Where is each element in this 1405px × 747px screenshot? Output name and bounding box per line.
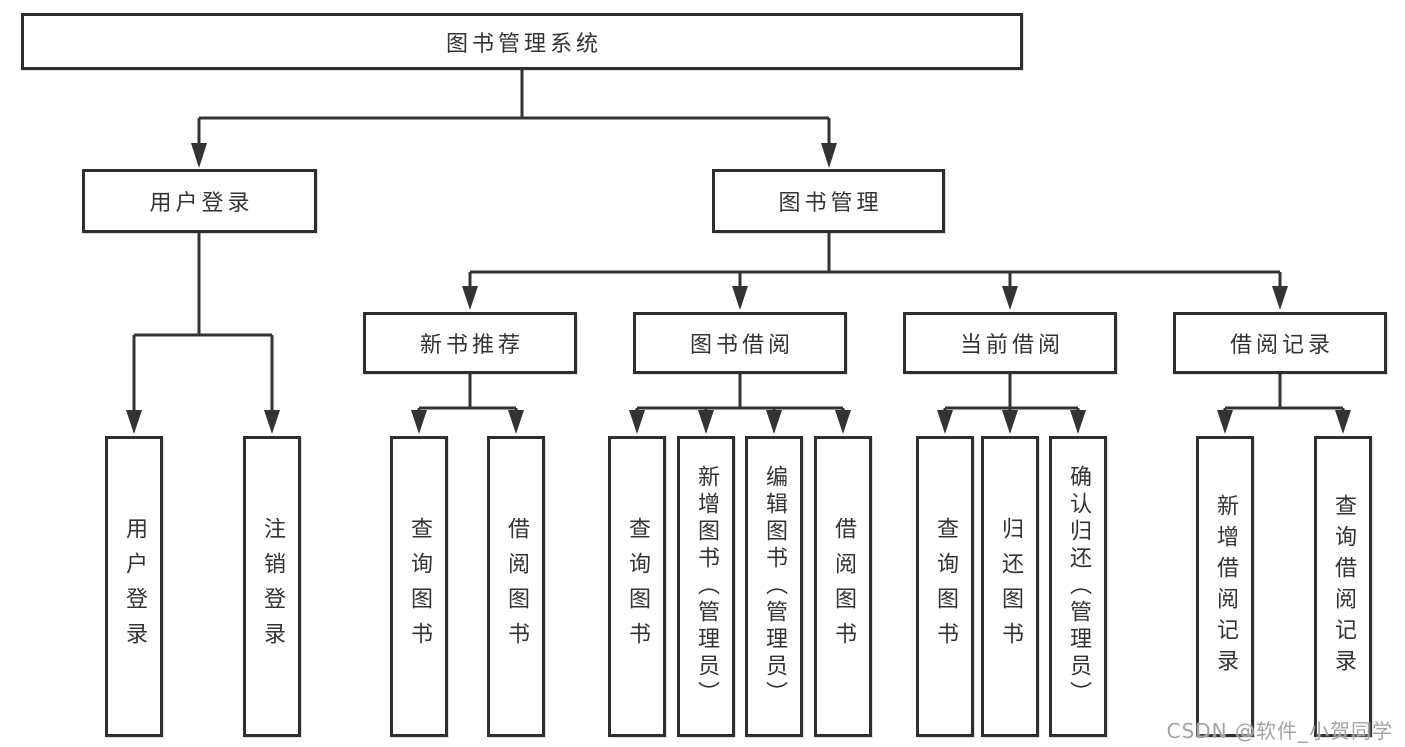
leaf-query-borrow-record: 查询借阅记录 bbox=[1314, 436, 1372, 737]
csdn-watermark: CSDN @软件_小贺同学 bbox=[1166, 719, 1393, 743]
connector-paths bbox=[132, 70, 1345, 411]
leaf-borrow-book-under-recommend: 借阅图书 bbox=[487, 436, 545, 737]
node-borrowing-records: 借阅记录 bbox=[1173, 312, 1387, 374]
leaf-user-login: 用户登录 bbox=[105, 436, 163, 737]
node-book-borrowing: 图书借阅 bbox=[633, 312, 847, 374]
arrowheads bbox=[126, 143, 1351, 434]
leaf-logout: 注销登录 bbox=[243, 436, 301, 737]
node-root-library-system: 图书管理系统 bbox=[21, 13, 1023, 70]
leaf-add-book-admin: 新增图书（管理员） bbox=[677, 436, 735, 737]
leaf-confirm-return-admin: 确认归还（管理员） bbox=[1049, 436, 1107, 737]
node-current-borrowing: 当前借阅 bbox=[903, 312, 1117, 374]
leaf-query-book-under-borrowing: 查询图书 bbox=[608, 436, 666, 737]
leaf-add-borrow-record: 新增借阅记录 bbox=[1196, 436, 1254, 737]
leaf-borrow-book-under-borrowing: 借阅图书 bbox=[814, 436, 872, 737]
leaf-query-book-under-recommend: 查询图书 bbox=[390, 436, 448, 737]
node-new-book-recommend: 新书推荐 bbox=[363, 312, 577, 374]
leaf-return-book: 归还图书 bbox=[981, 436, 1039, 737]
node-user-login: 用户登录 bbox=[82, 169, 317, 233]
node-book-management: 图书管理 bbox=[712, 169, 945, 233]
leaf-edit-book-admin: 编辑图书（管理员） bbox=[745, 436, 803, 737]
leaf-query-book-under-current: 查询图书 bbox=[916, 436, 974, 737]
